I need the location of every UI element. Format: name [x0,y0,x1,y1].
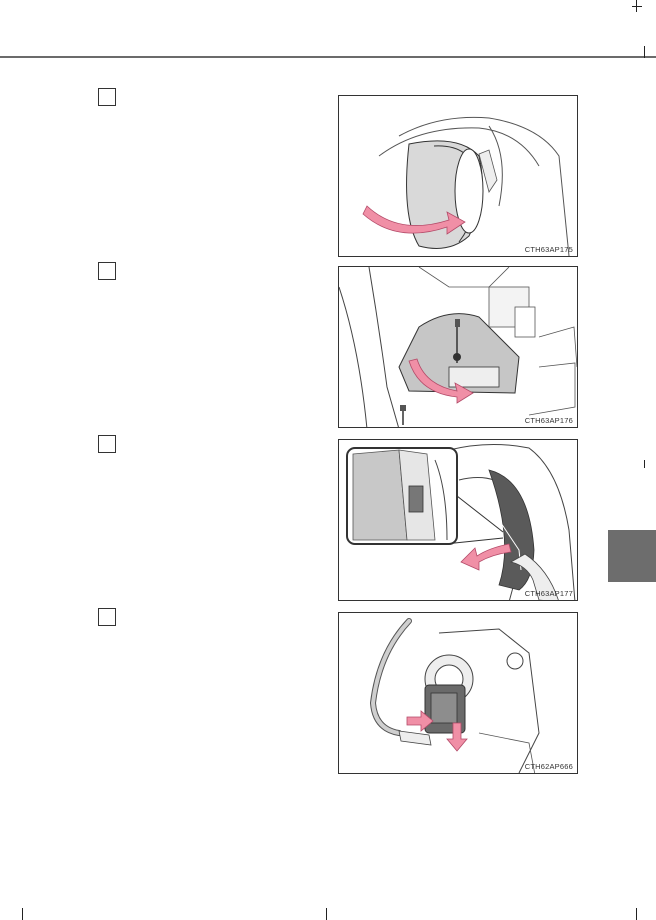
pull-down-arrow-icon [446,722,468,752]
figure-code: CTH63AP177 [524,589,573,598]
rotate-arrow-icon [362,205,466,235]
tire-turn-illustration [362,116,570,256]
step-number-box-2 [98,262,116,280]
push-arrow-icon [406,710,434,732]
figure-code: CTH63AP175 [524,245,573,254]
section-thumb-tab [608,530,656,582]
crop-mark [644,46,645,58]
figure-tire-turn: CTH63AP175 [338,95,578,257]
step-number-box-4 [98,608,116,626]
cover-removal-illustration [339,267,577,427]
crop-mark [644,460,645,468]
turn-arrow-icon [460,543,512,571]
connector-access-illustration [346,443,576,600]
figure-code: CTH62AP666 [524,762,573,771]
step-number-box-3 [98,435,116,453]
crop-mark [22,908,23,920]
figure-cover-removal: CTH63AP176 [338,266,578,428]
connector-disconnect-illustration [369,618,540,773]
figure-connector-disconnect: CTH62AP666 [338,612,578,774]
figure-connector-access: CTH63AP177 [338,439,578,601]
crop-mark [632,6,642,7]
pull-arrow-icon [408,358,474,404]
crop-mark [326,908,327,920]
figure-code: CTH63AP176 [524,416,573,425]
header-rule [0,56,656,58]
crop-mark [636,908,637,920]
step-number-box-1 [98,88,116,106]
